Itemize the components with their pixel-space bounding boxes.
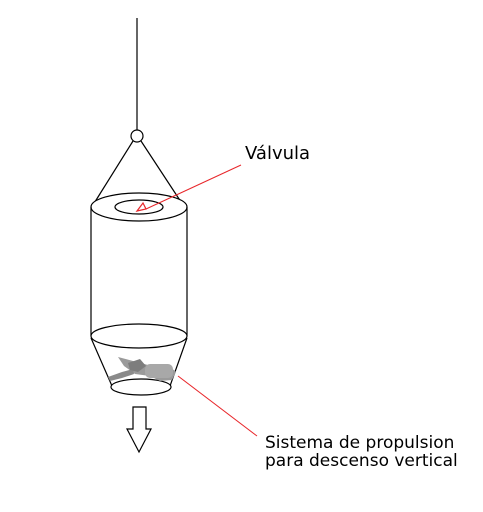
propulsion-callout-line <box>177 375 258 437</box>
valve-callout-line <box>145 164 242 210</box>
propulsion-thruster <box>108 357 176 381</box>
valve-opening <box>114 199 164 215</box>
nozzle-opening <box>110 378 172 396</box>
rigging-line-right <box>140 140 184 206</box>
propulsion-label-line1: Sistema de propulsion <box>265 433 454 453</box>
cylinder-bottom <box>90 323 188 349</box>
hook-ring <box>130 129 144 143</box>
down-arrow-icon <box>126 406 152 454</box>
propulsion-label-line2: para descenso vertical <box>265 451 458 471</box>
valve-marker <box>135 201 147 212</box>
rigging-line-left <box>92 140 134 206</box>
valve-label: Válvula <box>245 143 310 164</box>
